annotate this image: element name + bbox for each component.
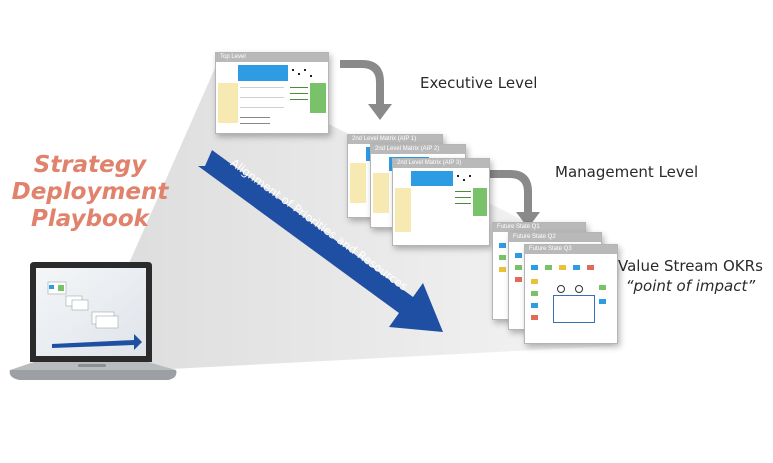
level2-slide-1-title: 2nd Level Matrix (AIP 1) <box>348 135 442 144</box>
top-level-slide-title: Top Level <box>216 53 328 62</box>
curved-down-arrow-icon <box>340 60 392 120</box>
value-stream-slide-2-title: Future State Q2 <box>509 233 601 242</box>
point-of-impact: “point of impact” <box>625 277 756 295</box>
value-stream-slide-1-title: Future State Q1 <box>493 223 585 232</box>
playbook-title-line-1: Strategy <box>33 152 147 178</box>
value-stream-title: Value Stream OKRs <box>618 257 763 275</box>
playbook-title: Strategy Deployment Playbook <box>5 152 175 233</box>
alignment-arrow <box>198 150 443 332</box>
management-level-label: Management Level <box>555 163 699 181</box>
level2-slide-3: 2nd Level Matrix (AIP 3) <box>392 158 490 246</box>
laptop-icon <box>9 262 177 380</box>
value-stream-slide-3-title: Future State Q3 <box>525 245 617 254</box>
executive-level-label: Executive Level <box>420 74 538 92</box>
playbook-title-line-3: Playbook <box>31 206 149 232</box>
level2-slide-2-title: 2nd Level Matrix (AIP 2) <box>371 145 465 154</box>
value-stream-slide-3: Future State Q3 <box>524 244 618 344</box>
playbook-title-line-2: Deployment <box>11 179 169 205</box>
curved-down-arrow-icon-2 <box>488 170 540 228</box>
level2-slide-3-title: 2nd Level Matrix (AIP 3) <box>393 159 489 168</box>
value-stream-label: Value Stream OKRs “point of impact” <box>618 256 763 296</box>
top-level-slide: Top Level <box>215 52 329 134</box>
